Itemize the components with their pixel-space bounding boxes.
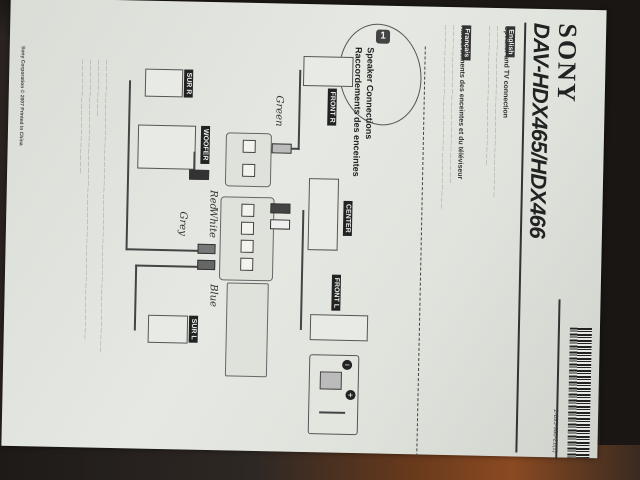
receiver-rear-panel bbox=[224, 282, 269, 378]
section-body-english: — — — — — — — — — — — — — — — — — — — — … bbox=[490, 25, 501, 198]
wiring-inset: − + bbox=[307, 354, 360, 436]
speaker-woofer bbox=[137, 124, 197, 170]
jack-sur-r bbox=[240, 239, 254, 253]
receiver-lower-terminal bbox=[218, 196, 275, 282]
jack-front-l bbox=[240, 221, 255, 235]
section-heading-french: Raccordements des enceintes et du télévi… bbox=[456, 25, 467, 180]
jack-center bbox=[241, 203, 255, 217]
label-front-l: FRONT L bbox=[331, 274, 342, 312]
wire-front-l bbox=[299, 209, 305, 330]
minus-icon: − bbox=[342, 359, 353, 371]
jack-front-r bbox=[242, 139, 256, 153]
background-dark-right bbox=[600, 0, 640, 480]
barcode bbox=[567, 327, 592, 459]
plug-grey bbox=[197, 243, 216, 255]
manual-sheet: SONY DAV-HDX465/HDX466 English Speaker a… bbox=[1, 0, 607, 460]
speaker-center bbox=[307, 178, 340, 251]
receiver-upper-terminal bbox=[224, 132, 272, 188]
wire-strip-icon bbox=[319, 411, 346, 414]
section-divider-dashed bbox=[416, 46, 426, 457]
wire-front-r bbox=[297, 69, 302, 150]
speaker-sur-l bbox=[147, 314, 189, 344]
wire-sur-r-h bbox=[125, 248, 206, 252]
speaker-front-l bbox=[309, 314, 369, 342]
label-woofer: WOOFER bbox=[200, 125, 211, 164]
step-number-badge: 1 bbox=[375, 29, 391, 44]
label-center: CENTER bbox=[342, 200, 353, 236]
plug-green bbox=[271, 143, 292, 154]
wire-sur-r bbox=[125, 80, 132, 251]
fine-print-4: — — — — — — — — — — — — — — — — — — bbox=[77, 59, 86, 173]
section-body-french: — — — — — — — — — — — — — — — — — — — — … bbox=[446, 25, 457, 184]
handwritten-grey: Grey bbox=[176, 211, 189, 236]
handwritten-blue: Blue bbox=[207, 283, 219, 308]
copyright-footer: Sony Corporation © 2007 Printed in China bbox=[17, 46, 26, 146]
handwritten-white: White bbox=[206, 207, 219, 239]
jack-sur-l bbox=[240, 257, 254, 271]
plug-woofer bbox=[188, 169, 210, 180]
fine-print-2: — — — — — — — — — bbox=[94, 59, 102, 116]
model-title: DAV-HDX465/HDX466 bbox=[524, 22, 555, 239]
plug-blue bbox=[197, 259, 216, 271]
speaker-sur-r bbox=[144, 68, 184, 98]
jack-woofer bbox=[242, 163, 256, 177]
plug-red bbox=[270, 203, 291, 214]
label-front-r: FRONT R bbox=[327, 88, 337, 126]
section-heading-english: Speaker and TV connection bbox=[501, 26, 511, 119]
label-sur-r: SUR R bbox=[183, 69, 194, 98]
wire-sur-l-h bbox=[135, 264, 206, 268]
brand-logo: SONY bbox=[551, 23, 583, 105]
handwritten-green: Green bbox=[273, 95, 285, 127]
wire-sur-l bbox=[133, 264, 138, 331]
plus-icon: + bbox=[345, 389, 356, 401]
terminal-icon bbox=[319, 371, 342, 390]
label-sur-l: SUR L bbox=[188, 315, 199, 343]
speaker-front-r bbox=[302, 55, 354, 87]
plug-white bbox=[269, 219, 291, 230]
step-title-english: Speaker Connections bbox=[363, 47, 376, 140]
